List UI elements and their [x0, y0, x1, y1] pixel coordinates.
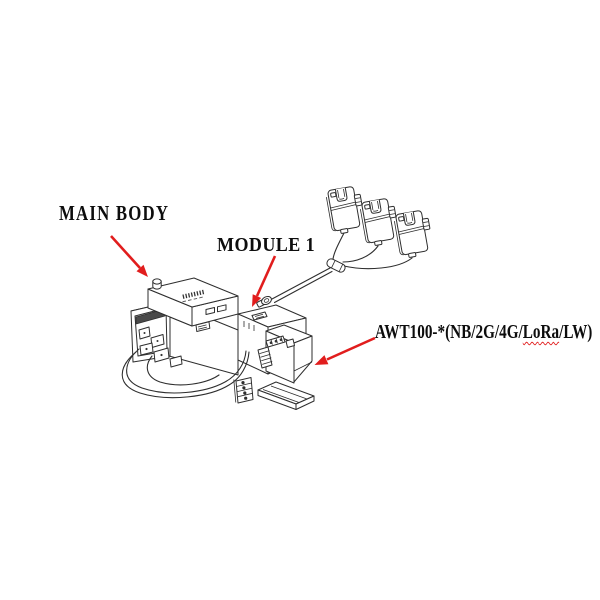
pin-row-screw-1	[269, 341, 273, 345]
product-code-label: AWT100-*(NB/2G/4G/LoRa/LW)	[375, 321, 592, 344]
antenna-port-knob	[152, 278, 162, 290]
recess-connector-2-screw	[156, 340, 159, 342]
module1-label-chip-marks	[254, 313, 265, 319]
mainbody-terminal-3	[169, 355, 183, 368]
din-rail-front-right	[295, 395, 315, 410]
raised-block-top-face	[147, 277, 239, 308]
led-indicators	[182, 289, 205, 299]
module-plug-connector	[256, 295, 272, 308]
ct-cable-line-1	[271, 267, 331, 300]
expansion-unit-drawing	[265, 324, 313, 384]
loop-cable-strand-2	[121, 351, 250, 399]
loop-cable-strand-3	[146, 355, 220, 386]
sim-slot-1	[205, 307, 215, 315]
pin-row-screw-3	[279, 338, 283, 342]
ct-sensor-1	[324, 184, 367, 236]
leader-arrows	[110, 235, 376, 365]
module2-right-face	[293, 335, 313, 383]
din-rail-grooves	[262, 385, 308, 403]
ct-sensor-2	[358, 196, 401, 248]
sim-slot-2	[217, 304, 227, 313]
terminal-screw-2	[242, 386, 246, 390]
product-code-arrow	[314, 336, 376, 365]
front-panel-dark-band	[135, 308, 166, 325]
ct-harness-cable	[256, 232, 413, 308]
terminal-blocks-drawing	[233, 346, 273, 404]
screw-terminal-rungs	[236, 382, 254, 398]
mainbody-terminal-screw-2	[160, 353, 163, 357]
main-body-arrow	[110, 235, 148, 277]
module1-arrow	[252, 255, 277, 307]
mainbody-terminal-screw-1	[145, 347, 148, 351]
pin-ladder-rungs	[259, 350, 273, 365]
loop-cable-strand-1	[126, 348, 247, 394]
ct-sensor-3	[392, 208, 435, 260]
module1-label: MODULE 1	[217, 234, 316, 256]
terminal-screw-3	[243, 391, 247, 395]
ct2-wire	[342, 245, 379, 263]
recess-connector-1-screw	[143, 332, 146, 334]
module2-step-line	[293, 361, 313, 372]
module2-window	[285, 338, 295, 348]
pin-row-screw-2	[274, 339, 278, 343]
ct-cable-line-2	[273, 270, 333, 304]
ct3-wire	[343, 257, 413, 270]
product-code-prefix: AWT100-*(NB/2G/4G/	[375, 321, 523, 343]
main-body-drawing	[130, 277, 239, 376]
ct1-wire	[332, 232, 345, 260]
main-body-label: MAIN BODY	[59, 201, 170, 225]
screw-block-flange	[233, 379, 237, 403]
product-code-suffix: /LW)	[559, 321, 593, 343]
mainbody-side-label-marks	[197, 324, 207, 330]
terminal-screw-1	[241, 381, 245, 385]
din-rail-drawing	[257, 381, 315, 410]
terminal-screw-4	[244, 396, 248, 400]
harness-merge-connector	[326, 258, 346, 273]
led-caption-dashes	[182, 296, 203, 303]
module1-label-chip	[251, 311, 268, 321]
product-code-misspelled-word: LoRa	[522, 321, 560, 343]
loop-cable	[121, 348, 250, 399]
module1-vents	[243, 321, 255, 331]
